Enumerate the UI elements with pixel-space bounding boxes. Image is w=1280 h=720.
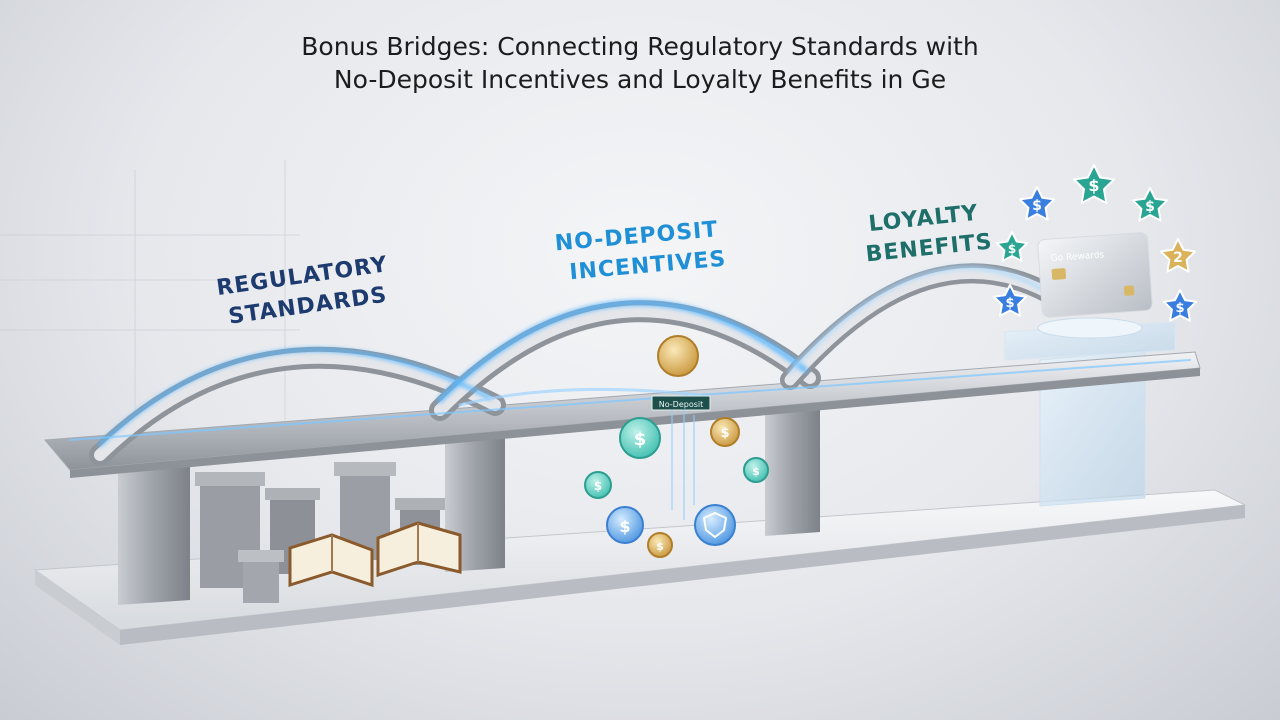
svg-text:$: $ [752,465,760,478]
blue-coin-bottom-left: $ [606,506,644,544]
title-line-2: No-Deposit Incentives and Loyalty Benefi… [333,65,947,94]
reward-star-icon: 2 [1159,238,1197,273]
nodeposit-sign-text: No-Deposit [659,400,704,409]
coin-light-beams [671,410,695,520]
reward-star-label: $ [1008,242,1016,256]
card-logo [1123,285,1135,296]
teal-coin-small-right: $ [743,457,769,483]
reward-star-icon: $ [1018,186,1056,221]
card-brand: Go Rewards [1050,250,1104,264]
title-line-1: Bonus Bridges: Connecting Regulatory Sta… [301,32,979,61]
reward-star-icon: $ [992,284,1028,317]
teal-coin-large: $ [619,417,661,459]
reward-star-label: 2 [1173,250,1183,266]
svg-text:$: $ [634,429,647,450]
blue-shield-coin [694,504,736,546]
reward-star-icon: $ [1073,164,1115,204]
bridge-arches [89,263,1070,466]
reward-star-label: $ [1032,198,1042,214]
svg-text:$: $ [720,426,729,441]
page-title: Bonus Bridges: Connecting Regulatory Sta… [0,30,1280,96]
svg-text:$: $ [656,540,664,553]
light-streams [69,265,1191,447]
glass-tower [1004,317,1176,507]
reward-star-label: $ [1145,199,1155,215]
gold-coin-top [657,335,699,377]
open-books [288,521,462,588]
svg-text:$: $ [619,517,630,536]
base-platform [33,489,1247,645]
coin-cluster: $ $ $ $ $ $ [584,335,769,558]
gold-coin-bottom: $ [647,532,673,558]
reward-star-label: $ [1005,296,1014,311]
reward-star-icon: $ [1131,187,1169,222]
reward-star-icon: $ [1162,289,1198,322]
reward-star-label: $ [1088,176,1099,195]
gold-coin-right: $ [710,417,740,447]
reward-stars: $ $ $ $2 $ $ [992,164,1198,322]
teal-coin-small-left: $ [584,471,612,499]
nodeposit-sign: No-Deposit [651,395,711,411]
card-chip [1051,268,1067,280]
rewards-card: Go Rewards [1037,232,1153,318]
svg-text:$: $ [594,479,602,493]
reward-star-label: $ [1175,301,1184,316]
background-grid [0,160,300,420]
reward-star-icon: $ [995,231,1029,262]
